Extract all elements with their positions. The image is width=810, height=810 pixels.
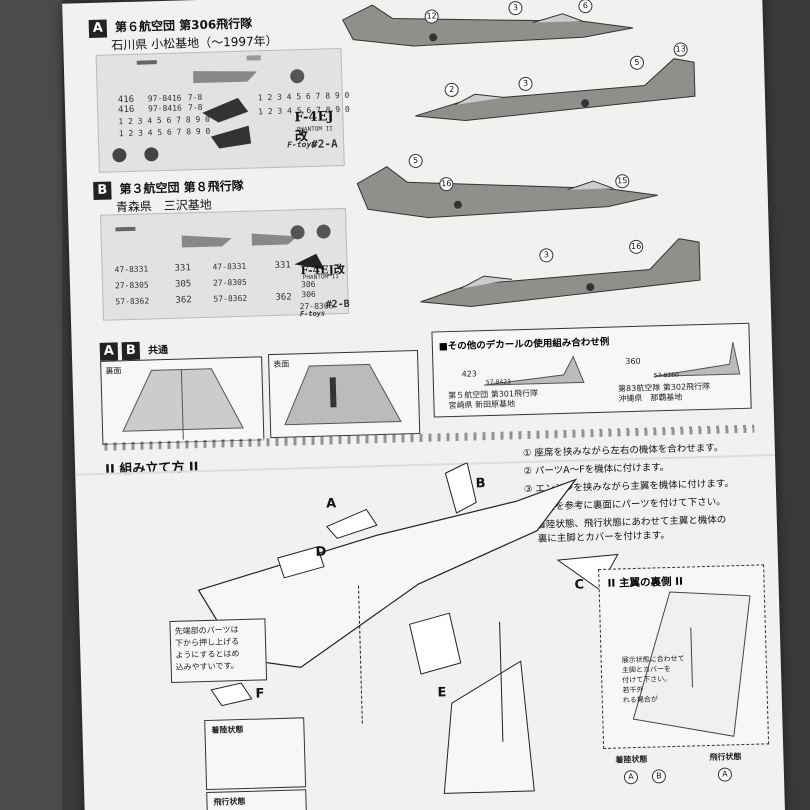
decal-b-r3b: 362 (175, 295, 192, 306)
topside-drawing (284, 363, 402, 426)
decal-b-r3a: 57-8362 (115, 296, 150, 307)
decal-a-tail-1: 416 (117, 94, 135, 106)
section-b-badge: B (93, 181, 112, 200)
common-topside-box: 表面 (268, 349, 421, 439)
decal-sheet-b-graphics (115, 224, 331, 270)
wing-landing-label: 着陸状態 (615, 754, 648, 765)
decal-b-r2b: 305 (174, 279, 192, 290)
instruction-sheet: A 第６航空団 第306飛行隊 石川県 小松基地（〜1997年） 1 2 3 4… (62, 0, 786, 810)
common-badge-b: B (121, 341, 141, 361)
wing-note-5: れる場合が (622, 695, 658, 705)
wing-note-3: 付けて下さい。 (622, 675, 672, 685)
wing-circ-b: B (651, 769, 667, 784)
common-badge-a: A (99, 342, 119, 361)
decal-b-r1d: 331 (274, 260, 291, 271)
aircraft-b-side-1 (356, 166, 658, 219)
decal-b-code-label: #2-B (325, 298, 350, 311)
wing-circ-a2: A (717, 767, 733, 782)
decal-b-r2c: 27-8305 (212, 277, 247, 288)
decal-a-code-2: 7-8 (187, 102, 203, 113)
decal-b-brand: F-toys (299, 309, 326, 319)
ex2-number: 360 (625, 356, 641, 367)
decal-a-logo-sub: PHANTOM II (296, 125, 333, 134)
part-label-b: B (475, 476, 486, 492)
part-label-d: D (315, 544, 327, 560)
section-b-line1: 第３航空団 第８飛行隊 (119, 178, 244, 197)
decal-b-r1c: 47-8331 (212, 261, 247, 272)
decal-b-logo-sub: PHANTOM II (302, 273, 340, 282)
part-label-c: C (574, 577, 585, 593)
decal-b-r1b: 331 (174, 263, 191, 274)
wing-underside-drawing (632, 591, 751, 737)
tip-note-4: 込みやすいです。 (175, 661, 239, 672)
section-a-badge: A (88, 19, 108, 39)
decal-sheet-a-graphics (112, 55, 305, 163)
landing-state-label: 着陸状態 (211, 724, 244, 735)
ex1-serial: 57-8423 (485, 378, 512, 387)
decal-a-serial-2: 97-8416 (147, 103, 182, 114)
aircraft-b-side-2 (420, 238, 701, 307)
aircraft-a-side-2 (415, 58, 696, 122)
decal-a-serial-1: 97-8416 (147, 93, 182, 104)
decal-sheet-b: 47-8331 331 47-8331 331 27-8305 305 27-8… (100, 207, 350, 321)
background-left (0, 0, 62, 810)
wing-underside-box: II 主翼の裏側 II 展示状態に合わせて 主脚とカバーを 付けて下さい。 若干… (598, 564, 770, 749)
decal-a-code-1: 7-8 (187, 92, 203, 103)
tip-note-box: 先端部のパーツは 下から押し上げる ようにするとはめ 込みやすいです。 (169, 618, 268, 683)
other-decals-drawing (483, 342, 741, 386)
ex2-serial: 57-8360 (653, 371, 679, 380)
assembly-drawing (197, 461, 619, 794)
part-label-e: E (437, 685, 447, 701)
decal-a-code-label: #2-A (310, 137, 338, 151)
tip-note-2: 下から押し上げる (174, 637, 240, 648)
decal-sheet-a: 1 2 3 4 5 6 7 8 9 0 1 2 3 4 5 6 7 8 9 0 … (95, 47, 350, 173)
part-label-a: A (325, 496, 337, 512)
part-label-f: F (255, 686, 265, 702)
other-decals-box: ■その他のデカールの使用組み合わせ例 423 57-8423 第５航空団 第30… (431, 322, 752, 418)
decal-b-306a: 306 (300, 279, 316, 290)
ex1-number: 423 (461, 369, 478, 379)
decal-b-r2a: 27-8305 (114, 280, 149, 291)
ex2-line2: 沖縄県 那覇基地 (618, 392, 683, 404)
wing-flight-label: 飛行状態 (709, 752, 742, 762)
decal-b-r1a: 47-8331 (114, 264, 149, 275)
decal-b-r3d: 362 (275, 292, 292, 303)
flight-state-label: 飛行状態 (213, 796, 246, 807)
decal-a-tail-2: 416 (117, 104, 135, 116)
section-a-line1: 第６航空団 第306飛行隊 (114, 16, 253, 35)
tip-note-3: ようにするとはめ (175, 649, 240, 660)
landing-state-box: 着陸状態 (204, 717, 307, 791)
underside-drawing (122, 368, 244, 440)
common-underside-box: 裏面 (100, 356, 265, 445)
flight-state-box: 飛行状態 (206, 789, 308, 810)
tip-note-1: 先端部のパーツは (174, 625, 239, 636)
aircraft-a-side-1 (342, 4, 634, 47)
wing-note-4: 若干外 (622, 685, 644, 695)
ex1-line2: 宮崎県 新田原基地 (448, 399, 516, 411)
common-label: 共通 (147, 344, 169, 357)
decal-b-r3c: 57-8362 (213, 293, 248, 304)
decal-b-306b: 306 (301, 289, 316, 300)
